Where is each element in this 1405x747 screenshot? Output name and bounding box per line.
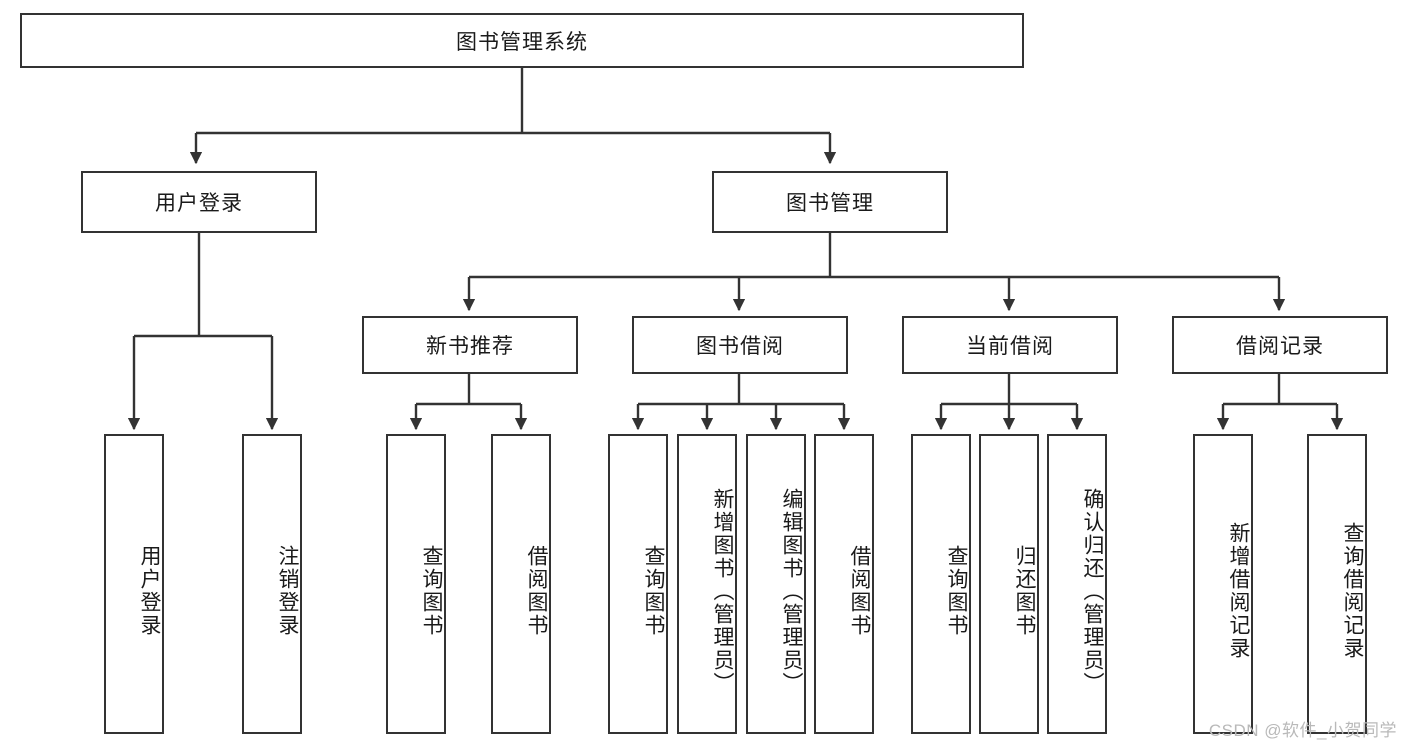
- node-label: 用户登录: [138, 545, 161, 637]
- node-label: 新增图书（管理员）: [711, 487, 734, 695]
- node-root-book-management-system[interactable]: 图书管理系统: [20, 13, 1024, 68]
- node-label: 新增借阅记录: [1227, 522, 1250, 660]
- node-label: 编辑图书（管理员）: [780, 487, 803, 695]
- node-label: 图书管理系统: [456, 30, 588, 54]
- node-leaf-query-book-new[interactable]: 查询图书: [386, 434, 446, 734]
- node-label: 查询图书: [945, 545, 968, 637]
- node-leaf-confirm-return-admin[interactable]: 确认归还（管理员）: [1047, 434, 1107, 734]
- node-label: 图书借阅: [696, 335, 784, 358]
- node-label: 查询图书: [642, 545, 665, 637]
- node-leaf-borrow-book-new[interactable]: 借阅图书: [491, 434, 551, 734]
- node-leaf-edit-book-admin[interactable]: 编辑图书（管理员）: [746, 434, 806, 734]
- node-label: 借阅图书: [848, 545, 871, 637]
- node-book-borrowing[interactable]: 图书借阅: [632, 316, 848, 374]
- node-leaf-user-login[interactable]: 用户登录: [104, 434, 164, 734]
- node-leaf-logout[interactable]: 注销登录: [242, 434, 302, 734]
- node-label: 用户登录: [155, 192, 243, 215]
- node-leaf-query-borrow-record[interactable]: 查询借阅记录: [1307, 434, 1367, 734]
- watermark-text: CSDN @软件_小贺同学: [1208, 721, 1397, 740]
- node-leaf-add-borrow-record[interactable]: 新增借阅记录: [1193, 434, 1253, 734]
- node-current-borrowing[interactable]: 当前借阅: [902, 316, 1118, 374]
- node-book-management[interactable]: 图书管理: [712, 171, 948, 233]
- node-leaf-return-book[interactable]: 归还图书: [979, 434, 1039, 734]
- node-leaf-query-book-borrow[interactable]: 查询图书: [608, 434, 668, 734]
- node-label: 借阅图书: [525, 545, 548, 637]
- node-label: 当前借阅: [966, 335, 1054, 358]
- node-label: 归还图书: [1013, 545, 1036, 637]
- node-label: 查询借阅记录: [1341, 522, 1364, 660]
- node-label: 借阅记录: [1236, 335, 1324, 358]
- node-leaf-borrow-book-borrow[interactable]: 借阅图书: [814, 434, 874, 734]
- node-label: 注销登录: [276, 545, 299, 637]
- node-label: 新书推荐: [426, 335, 514, 358]
- node-label: 确认归还（管理员）: [1081, 487, 1104, 695]
- node-leaf-query-book-current[interactable]: 查询图书: [911, 434, 971, 734]
- node-user-login[interactable]: 用户登录: [81, 171, 317, 233]
- node-leaf-add-book-admin[interactable]: 新增图书（管理员）: [677, 434, 737, 734]
- node-borrowing-record[interactable]: 借阅记录: [1172, 316, 1388, 374]
- node-new-book-recommendation[interactable]: 新书推荐: [362, 316, 578, 374]
- node-label: 查询图书: [420, 545, 443, 637]
- node-label: 图书管理: [786, 192, 874, 215]
